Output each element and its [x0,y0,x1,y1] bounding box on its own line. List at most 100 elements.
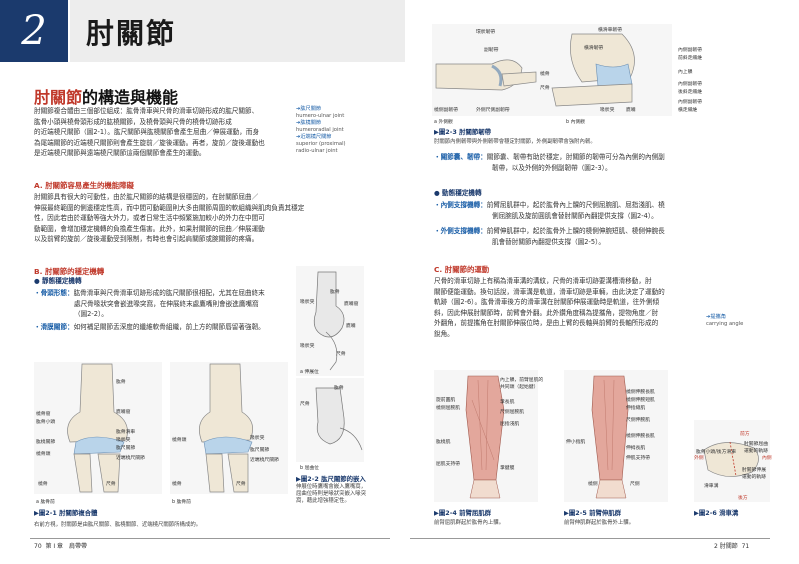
ligament-text: ・關節囊、韌帶：關節囊、韌帶有助於穩定，肘關節的韌帶可分為內側的內側副 韌帶，以… [434,153,665,172]
fig2-5-label: 橈側 [588,482,598,487]
fig2-5-label: 橈側伸腕長肌 [626,390,655,395]
fig2-5-label: 尺側 [630,482,640,487]
fig2-6-label: 運動的軌跡 [744,449,768,454]
fig2-1-label: 喙狀突 [250,436,265,441]
soft-text: ・滑膜關節：如何補足關節盂深度的纖維軟骨組織，前上方的關節唇留著強韌。 [34,323,265,331]
elbow-complex-medial-illustration [199,363,253,493]
figure-2-3 [432,24,672,116]
elbow-complex-anterior-illustration [67,363,128,493]
section-c-heading: C. 肘關節的運動 [434,265,490,274]
fig2-2-caption: ▶圖2-2 肱尺關節的嵌入 [296,475,366,483]
trochlear-groove-illustration [703,441,759,477]
fig2-3-label: 內側副韌帶 [678,100,702,105]
fig2-3-desc: 肘關節內側韌帶與外側韌帶會穩定肘關節，外側副韌帶會強附內韌。 [434,139,596,145]
fig2-4-label: 尺側屈腕肌 [500,410,524,415]
fig2-3-label: 外側尺側副韌帶 [476,108,510,113]
fig2-3-label: 橫滑韌帶 [584,46,604,51]
section-b-heading: B. 肘關節的穩定機轉 [34,267,105,276]
fig2-2-label: 尺骨 [300,402,310,407]
figure-2-4 [434,370,538,502]
fig2-3-sub-a: a 外側觀 [434,120,453,125]
fig2-5-label: 伸指總肌 [626,406,646,411]
fig2-4-label: 掌長肌 [500,400,515,405]
fig2-4-label: 肱橈肌 [436,440,451,445]
fig2-3-label: 內側副韌帶 [678,48,702,53]
forearm-extensors-illustration [591,375,629,499]
figure-2-5 [564,370,668,502]
fig2-1-sub-a: a 肱骨前 [36,500,55,505]
fig2-1-caption: ▶圖2-1 肘關節複合體 [34,509,98,517]
elbow-flexion-illustration [315,387,363,451]
fig2-2-label: 肱骨 [330,290,340,295]
fig2-4-label: 屈指淺肌 [500,422,520,427]
fig2-4-label: 屈肌支持帶 [436,462,460,467]
fig2-5-label: 橈側伸腕短肌 [626,398,655,403]
fig2-3-label: 尺骨 [540,86,550,91]
fig2-6-label: 後方 [738,496,748,501]
fig2-1-label: 喙狀突 [116,438,131,443]
figure-2-1-b [170,362,288,494]
figure-2-2-b [296,378,364,462]
fig2-6-caption: ▶圖2-6 滑車溝 [694,509,739,517]
medial-support-text: ・內側支撐機轉：前臂屈肌群中，起於肱骨內上髁的尺側屈腕肌、屈指淺肌、橈 側屈腕肌… [434,201,665,220]
fig2-1-label: 肱骨 [116,380,126,385]
fig2-6-label: 滑車溝 [704,484,719,489]
fig2-1-label: 橈骨 [38,482,48,487]
fig2-4-label: 旋前圓肌 [436,398,456,403]
fig2-1-label: 尺骨 [236,482,246,487]
fig2-1-label: 肱骨小頭 [36,420,56,425]
footer-rule-right [410,538,770,539]
section-title: 肘關節的構造與機能 [34,88,179,107]
fig2-1-label: 橈骨頭 [172,438,187,443]
fig2-5-label: 尺側伸腕肌 [626,418,650,423]
figure-2-1-a [34,362,162,494]
fig2-1-label: 橈骨頭 [36,452,51,457]
fig2-2-label: 喙狀突 [300,344,315,349]
bony-text: ・骨頭形態：肱骨滑車與尺骨滑車切跡形成的肱尺關節很相配，尤其在屈曲終末 處尺骨喙… [34,289,265,318]
fig2-5-desc: 前臂伸肌群起於肱骨外上髁。 [564,520,635,526]
section-a-text: 肘關節具有很大的可動性，由於肱尺關節的結構是很穩固的，在肘關節屈曲／伸展最終範圍… [34,193,305,243]
fig2-3-label: 鷹嘴 [626,108,636,113]
fig2-2-label: 鷹嘴窩 [344,302,359,307]
fig2-3-label: 後斜走纖維 [678,90,702,95]
fig2-6-label: 肘關節伸展 [742,468,766,473]
fig2-3-label: 橈骨 [540,72,550,77]
fig2-5-label: 伸肌支持帶 [626,456,650,461]
figure-2-6 [694,420,770,502]
dynamic-stability-heading: ● 動態穩定機轉 [434,189,482,197]
fig2-3-label: 橫走纖維 [678,108,698,113]
fig2-6-label: 肱骨小頭/後方滑車 [696,450,736,455]
fig2-1-sub-b: b 肱骨前 [172,500,191,505]
fig2-5-label: 橈側伸腕長肌 [626,434,655,439]
fig2-3-label: 喙狀突 [600,108,615,113]
fig2-5-label: 伸拇長肌 [626,446,646,451]
fig2-3-sub-b: b 內側觀 [566,120,585,125]
fig2-2-label: 尺骨 [336,352,346,357]
chapter-title-bar: 肘關節 [70,0,405,62]
page-number-left: 70 第 I 章 肩帶帶 [34,543,88,550]
fig2-3-label: 橫滑車韌帶 [598,28,622,33]
section-a-heading: A. 肘關節容易產生的機能障礙 [34,181,134,190]
fig2-4-label: 內上髁，前臂屈肌的 [500,378,544,383]
fig2-6-label: 前方 [740,432,750,437]
fig2-3-label: 內上髁 [678,70,693,75]
fig2-2-label: 鷹嘴 [346,324,356,329]
fig2-1-label: 近端橈尺關節 [250,458,279,463]
elbow-ligaments-illustration [435,33,635,107]
fig2-2-label: 肱骨 [334,386,344,391]
fig2-4-desc: 前臂屈肌群起於肱骨內上髁。 [434,520,505,526]
fig2-3-label: 內側副韌帶 [678,82,702,87]
elbow-extension-illustration [313,271,345,371]
fig2-1-label: 肱尺關節 [116,446,136,451]
fig2-1-label: 橈骨窩 [36,412,51,417]
fig2-4-label: 掌腱膜 [500,466,515,471]
forearm-flexors-illustration [465,375,505,499]
fig2-6-label: 外側 [694,456,704,461]
intro-paragraph: 肘關節複合體由三個部位組成：肱骨滑車與尺骨的滑車切跡形成的肱尺關節、肱骨小頭與橈… [34,107,265,157]
fig2-5-caption: ▶圖2-5 前臂伸肌群 [564,509,622,517]
static-stability-heading: ● 靜態穩定機轉 [34,277,82,285]
fig2-5-label: 伸小指肌 [566,440,586,445]
fig2-2-label: 喙狀突 [300,300,315,305]
